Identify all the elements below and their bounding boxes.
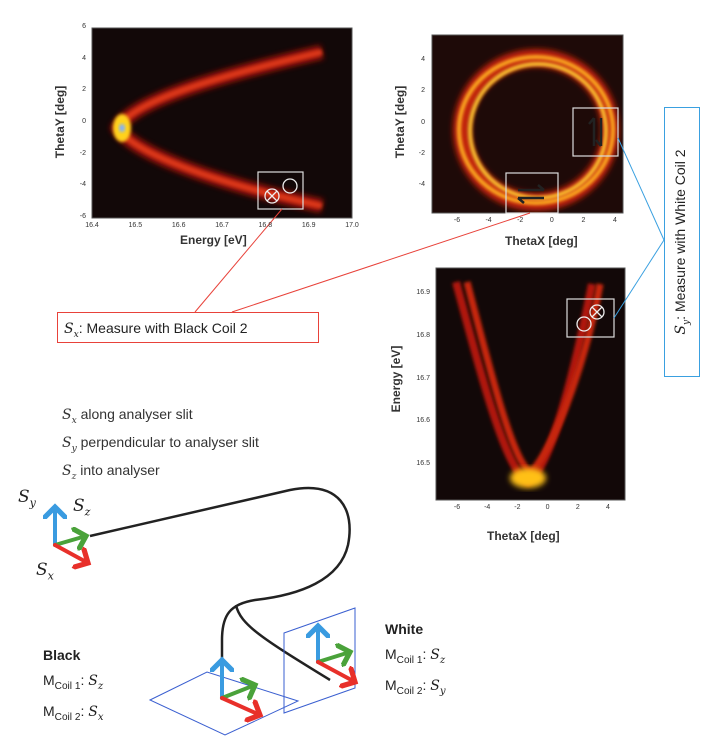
- y-tick-label: 16.6: [416, 417, 430, 425]
- white-coil-callout: Sy: Measure with White Coil 2: [664, 107, 700, 377]
- spin-axes-triad: [55, 507, 88, 563]
- x-tick-label: 0: [545, 504, 550, 511]
- legend-item: Sx along analyser slit: [62, 406, 193, 426]
- axis-label-sy: Sy: [18, 487, 36, 510]
- x-tick-label: 16.7: [215, 222, 229, 229]
- thetax-energy-heatmap: [435, 267, 626, 501]
- x-tick-label: 16.9: [301, 222, 316, 229]
- black-coil-plane: [148, 660, 300, 736]
- y-tick-label: -4: [79, 181, 86, 189]
- coil-row: MCoil 2: Sx: [43, 702, 104, 723]
- x-tick-label: 16.5: [128, 222, 143, 229]
- y-tick-label: 2: [82, 86, 86, 94]
- x-tick-label: -6: [453, 504, 461, 511]
- x-tick-label: 4: [606, 504, 610, 511]
- y-tick-label: 2: [421, 87, 425, 95]
- x-tick-label: -2: [517, 217, 524, 224]
- callout-symbol: Sy: [673, 319, 692, 335]
- spin-marker-box-bottom: [505, 172, 559, 214]
- y-tick-label: 4: [421, 56, 425, 63]
- x-tick-label: 16.4: [85, 222, 99, 229]
- x-tick-label: -4: [484, 504, 491, 511]
- plot3-xlabel: ThetaX [deg]: [487, 529, 560, 543]
- x-tick-label: 4: [613, 217, 617, 224]
- plot2-xlabel: ThetaX [deg]: [505, 234, 578, 248]
- x-tick-label: -6: [453, 217, 461, 224]
- callout-text: : Measure with Black Coil 2: [78, 320, 248, 336]
- callout-symbol: Sx: [64, 321, 79, 340]
- callout-text: : Measure with White Coil 2: [672, 149, 689, 320]
- x-tick-label: -2: [514, 504, 521, 511]
- cable: [89, 486, 351, 682]
- plot1-xlabel: Energy [eV]: [180, 233, 247, 247]
- y-tick-label: -6: [79, 213, 86, 220]
- y-tick-label: 6: [82, 23, 86, 30]
- y-tick-label: 16.5: [416, 460, 430, 467]
- y-tick-label: -2: [418, 149, 425, 157]
- y-tick-label: 16.8: [416, 331, 430, 339]
- white-coil-title: White: [385, 621, 424, 637]
- y-tick-label: 16.7: [416, 374, 430, 382]
- axis-label-sz: Sz: [73, 496, 91, 519]
- white-coil-labels: White MCoil 1: Sz MCoil 2: Sy: [385, 617, 446, 704]
- x-tick-label: 2: [575, 504, 580, 511]
- callout-lines: [194, 137, 665, 319]
- coil-row: MCoil 2: Sy: [385, 676, 446, 697]
- spin-marker-box: [257, 171, 304, 210]
- spin-marker-box-right: [572, 107, 619, 157]
- energy-thetay-heatmap: [91, 27, 353, 219]
- out-of-page-icon: [282, 178, 298, 194]
- black-coil-labels: Black MCoil 1: Sz MCoil 2: Sx: [43, 643, 104, 730]
- legend-item: Sy perpendicular to analyser slit: [62, 433, 259, 454]
- black-coil-callout: Sx: Measure with Black Coil 2: [57, 312, 319, 343]
- into-page-icon: [264, 188, 280, 204]
- legend-item: Sz into analyser: [62, 461, 160, 482]
- y-tick-label: 0: [82, 118, 86, 125]
- y-tick-label: 4: [82, 54, 86, 62]
- coil-row: MCoil 1: Sz: [385, 646, 446, 666]
- x-tick-label: 16.8: [258, 222, 273, 229]
- thetax-thetay-heatmap: [431, 34, 624, 214]
- y-tick-label: -4: [418, 181, 425, 188]
- x-tick-label: 2: [581, 217, 586, 224]
- black-coil-title: Black: [43, 647, 81, 663]
- x-tick-label: -4: [485, 217, 492, 224]
- y-tick-label: -2: [79, 149, 86, 157]
- x-tick-label: 0: [549, 217, 554, 224]
- axis-label-sx: Sx: [36, 560, 54, 583]
- x-tick-label: 16.6: [171, 222, 186, 229]
- y-tick-label: 16.9: [416, 289, 430, 296]
- into-page-icon: [589, 304, 605, 320]
- x-tick-label: 17.0: [345, 222, 359, 229]
- out-of-page-icon: [576, 316, 592, 332]
- spin-legend: Sx along analyser slit Sy perpendicular …: [62, 404, 259, 487]
- y-tick-label: 0: [421, 118, 425, 126]
- coil-row: MCoil 1: Sz: [43, 672, 104, 692]
- white-coil-plane: [283, 607, 355, 714]
